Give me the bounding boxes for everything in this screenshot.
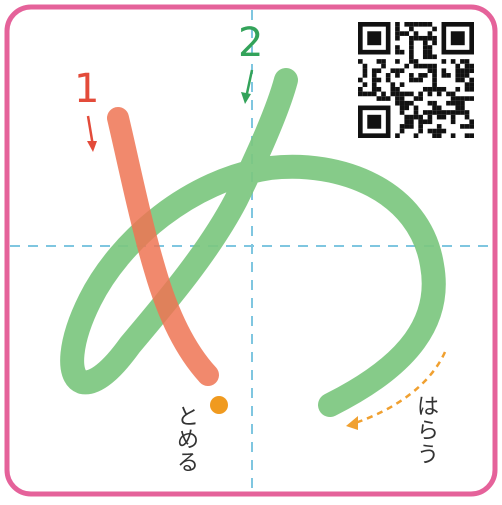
stroke-2-arrowhead bbox=[241, 92, 251, 104]
tome-dot bbox=[210, 396, 228, 414]
harau-label: はらう bbox=[417, 395, 439, 468]
harau-arrow bbox=[351, 351, 447, 426]
stroke-1-arrowhead bbox=[87, 141, 97, 152]
tome-label: とめる bbox=[177, 405, 199, 476]
stroke-number-1: 1 bbox=[74, 66, 99, 112]
stroke-1 bbox=[107, 107, 219, 386]
stroke-number-2: 2 bbox=[238, 20, 263, 66]
harau-arrowhead bbox=[346, 416, 358, 430]
qr-code-icon bbox=[358, 22, 474, 138]
stroke-2 bbox=[60, 68, 446, 417]
